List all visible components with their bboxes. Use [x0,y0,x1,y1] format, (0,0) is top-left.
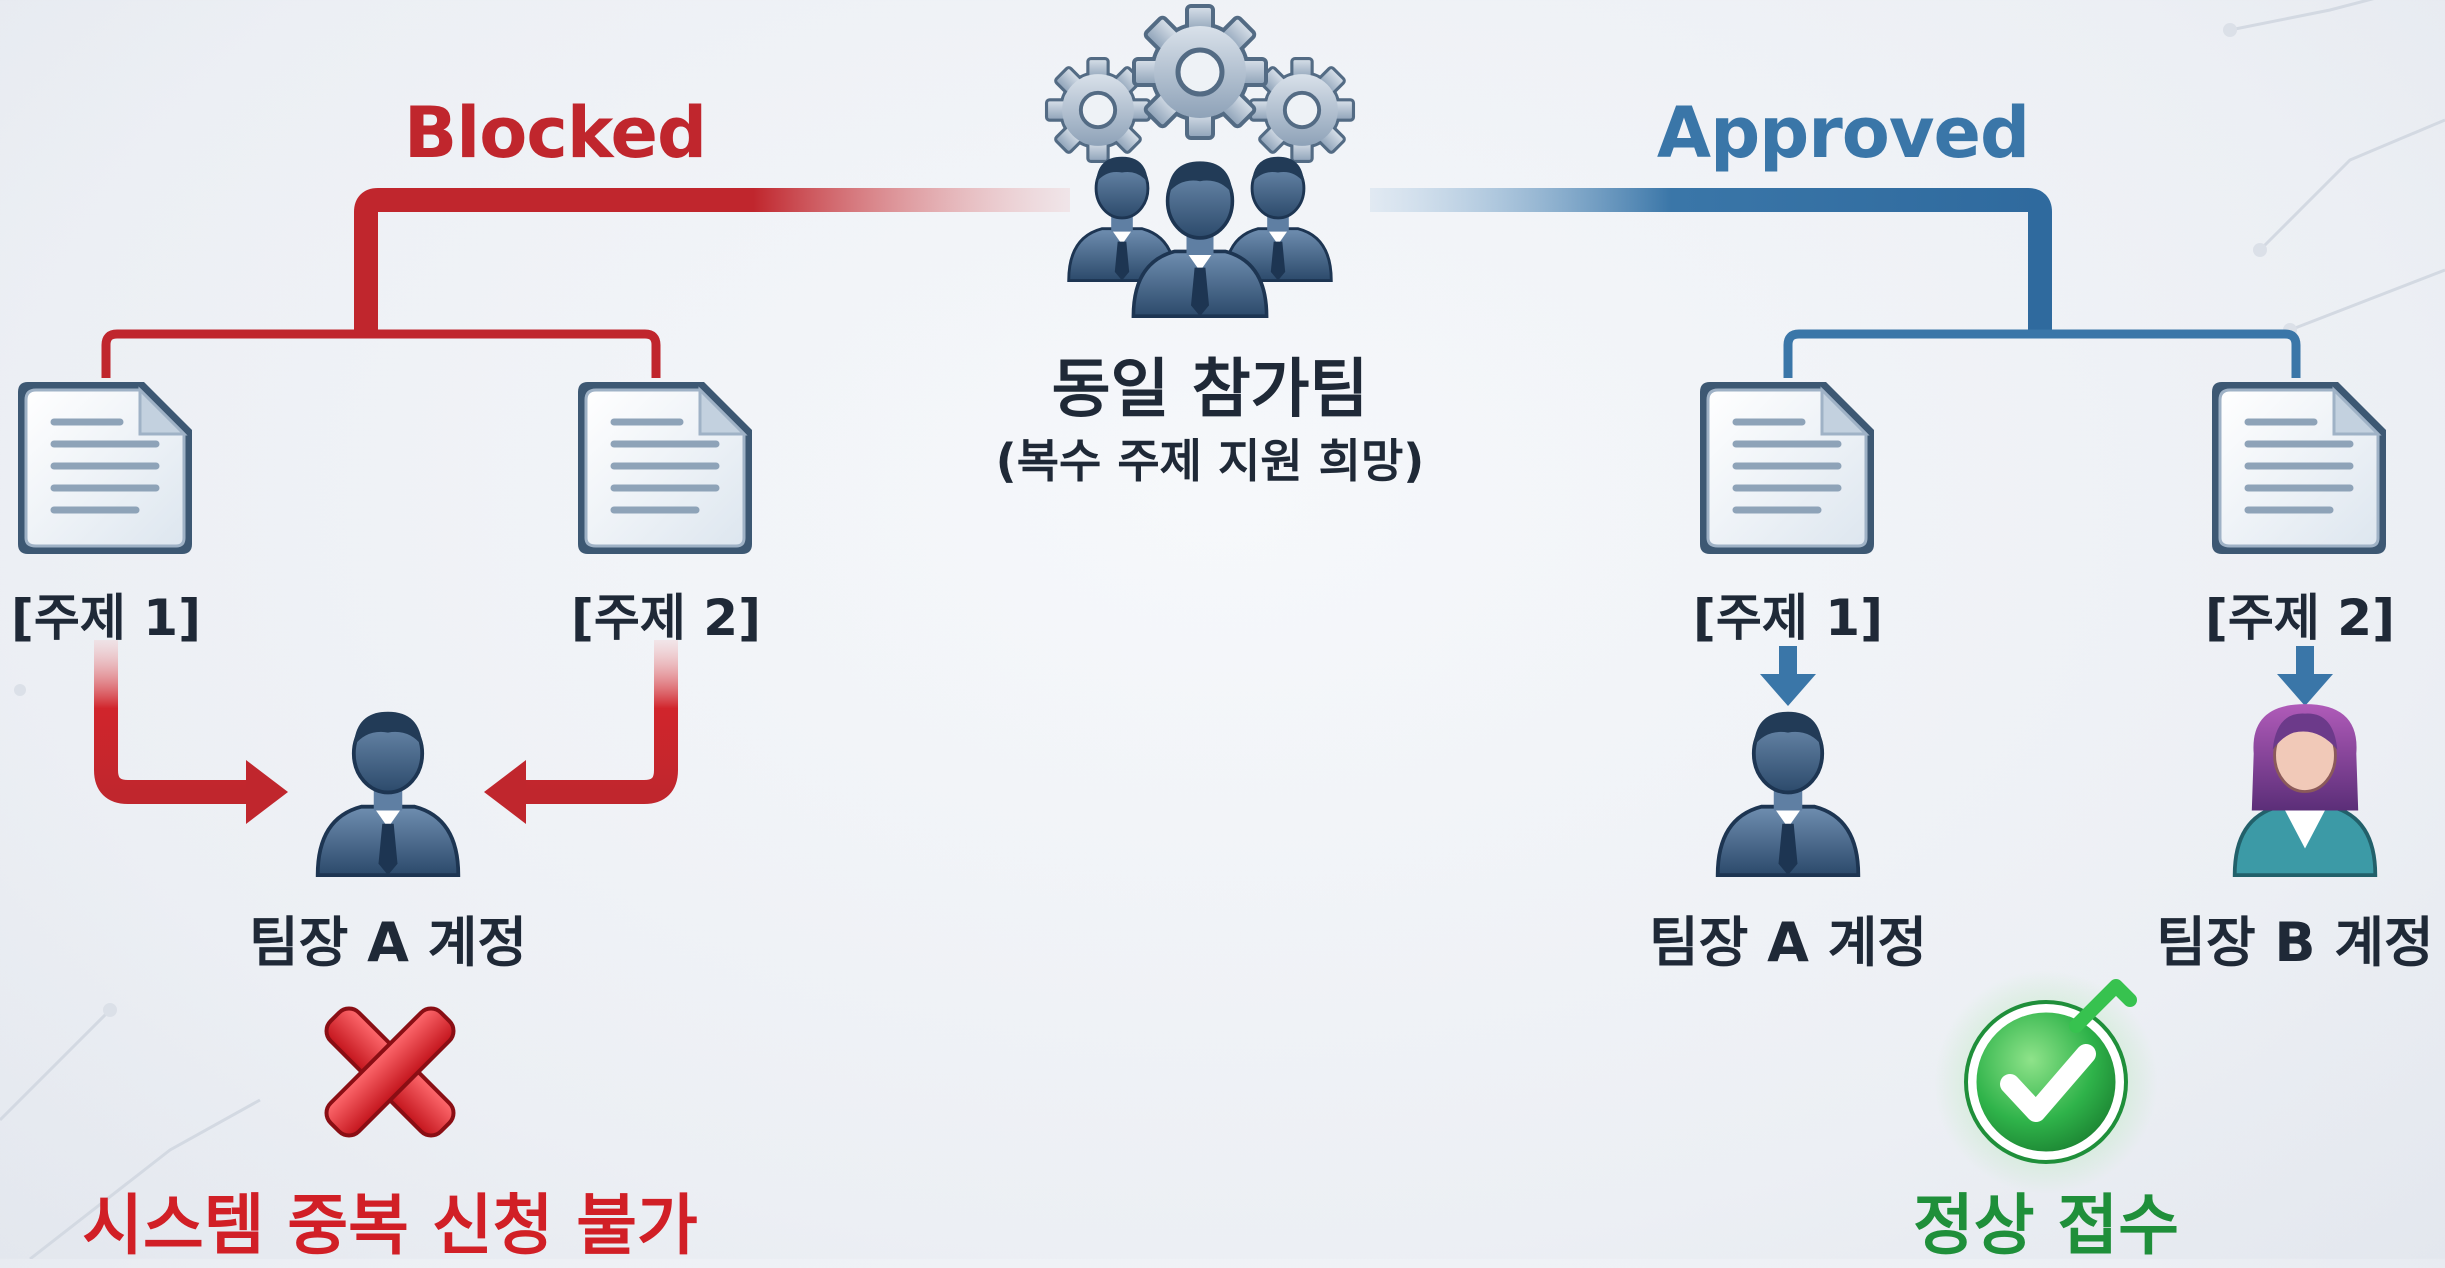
document-icon [1700,382,1874,554]
person-male-icon [1715,709,1861,877]
team-subtitle: (복수 주제 지원 희망) [995,434,1425,488]
check-icon [1934,970,2158,1194]
blocked-result-label: 시스템 중복 신청 불가 [82,1187,698,1264]
approved-topic-1-label: [주제 1] [1693,589,1883,647]
approved-label: Approved [1656,92,2030,174]
document-icon [578,382,752,554]
approved-topic-2-label: [주제 2] [2205,589,2395,647]
person-male-icon [315,709,461,877]
cross-icon [324,1006,456,1138]
blocked-topic-1-label: [주제 1] [11,589,201,647]
approved-connectors [1370,188,2333,706]
team-gears-icon [1044,6,1356,319]
document-icon [18,382,192,554]
blocked-topic-2-label: [주제 2] [571,589,761,647]
blocked-connectors [94,188,1070,824]
approved-account-a-label: 팀장 A 계정 [1648,911,1928,974]
approved-account-b-label: 팀장 B 계정 [2156,911,2434,974]
document-icon [2212,382,2386,554]
blocked-label: Blocked [403,92,707,174]
team-title: 동일 참가팀 [1051,353,1369,427]
background-circuit-nodes [14,23,2297,1017]
approved-result-label: 정상 접수 [1913,1187,2179,1264]
blocked-account-label: 팀장 A 계정 [248,911,528,974]
person-female-icon [2232,702,2378,877]
